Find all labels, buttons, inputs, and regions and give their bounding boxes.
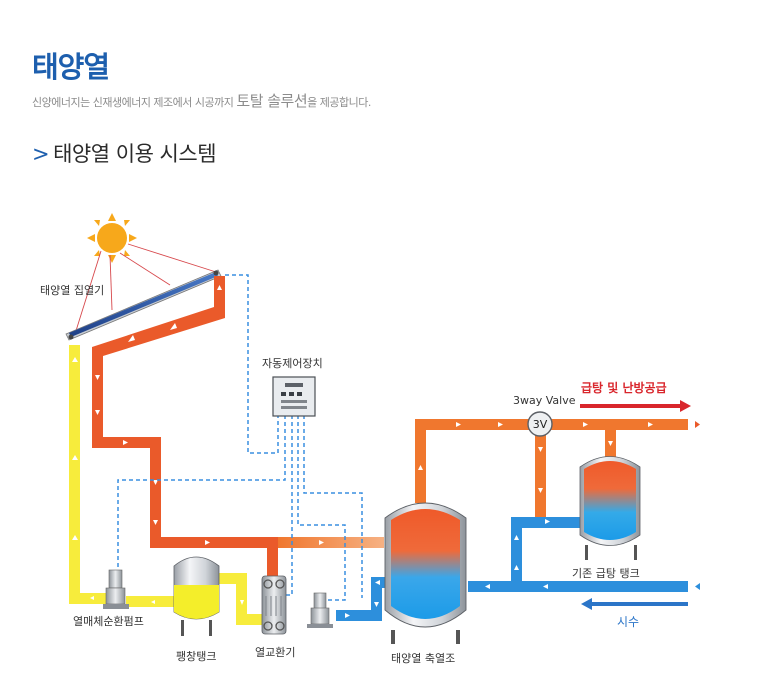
three-way-valve: 3V (527, 411, 553, 437)
expansion-tank (173, 556, 220, 636)
city-water-arrow-icon (581, 598, 688, 610)
hot-supply-arrow-icon (580, 400, 691, 412)
label-expansion-tank: 팽창탱크 (176, 650, 216, 663)
label-collector: 태양열 집열기 (40, 284, 104, 297)
hot-collector-pipe (92, 276, 278, 579)
subtitle-prefix: 신양에너지는 신재생에너지 제조에서 시공까지 (32, 96, 237, 109)
page-subtitle: 신양에너지는 신재생에너지 제조에서 시공까지 토탈 솔루션을 제공합니다. (32, 90, 371, 111)
subtitle-suffix: 을 제공합니다. (307, 96, 371, 109)
auto-controller (272, 376, 316, 417)
section-title-text: 태양열 이용 시스템 (53, 142, 217, 166)
control-lines (117, 274, 363, 601)
label-existing-tank: 기존 급탕 탱크 (572, 567, 640, 580)
page-title: 태양열 (32, 50, 110, 84)
flow-arrows (72, 285, 653, 618)
label-storage-tank: 태양열 축열조 (391, 652, 455, 665)
hot-supply-outlet-marker (695, 421, 700, 428)
label-controller: 자동제어장치 (262, 357, 323, 370)
solar-collector (65, 269, 222, 341)
label-city-water: 시수 (617, 615, 639, 629)
subtitle-emphasis: 토탈 솔루션 (236, 92, 308, 110)
label-hot-supply: 급탕 및 난방공급 (581, 380, 667, 395)
water-pump (307, 592, 333, 628)
label-circ-pump: 열매체순환펌프 (73, 615, 144, 628)
valve-badge: 3V (533, 418, 548, 431)
hx-to-storage-pipe (278, 537, 384, 548)
hot-supply-pipe (415, 419, 688, 525)
storage-tank (384, 502, 467, 644)
section-title: >태양열 이용 시스템 (32, 138, 217, 168)
city-water-inlet-marker (695, 583, 700, 590)
sun-rays (74, 243, 217, 335)
label-valve: 3way Valve (513, 394, 576, 407)
existing-hot-water-tank (579, 456, 641, 560)
section-marker: > (32, 142, 50, 166)
circulation-pump (103, 569, 129, 609)
heat-exchanger (261, 575, 287, 635)
label-heat-exchanger: 열교환기 (255, 646, 295, 659)
sun-icon (87, 213, 137, 263)
